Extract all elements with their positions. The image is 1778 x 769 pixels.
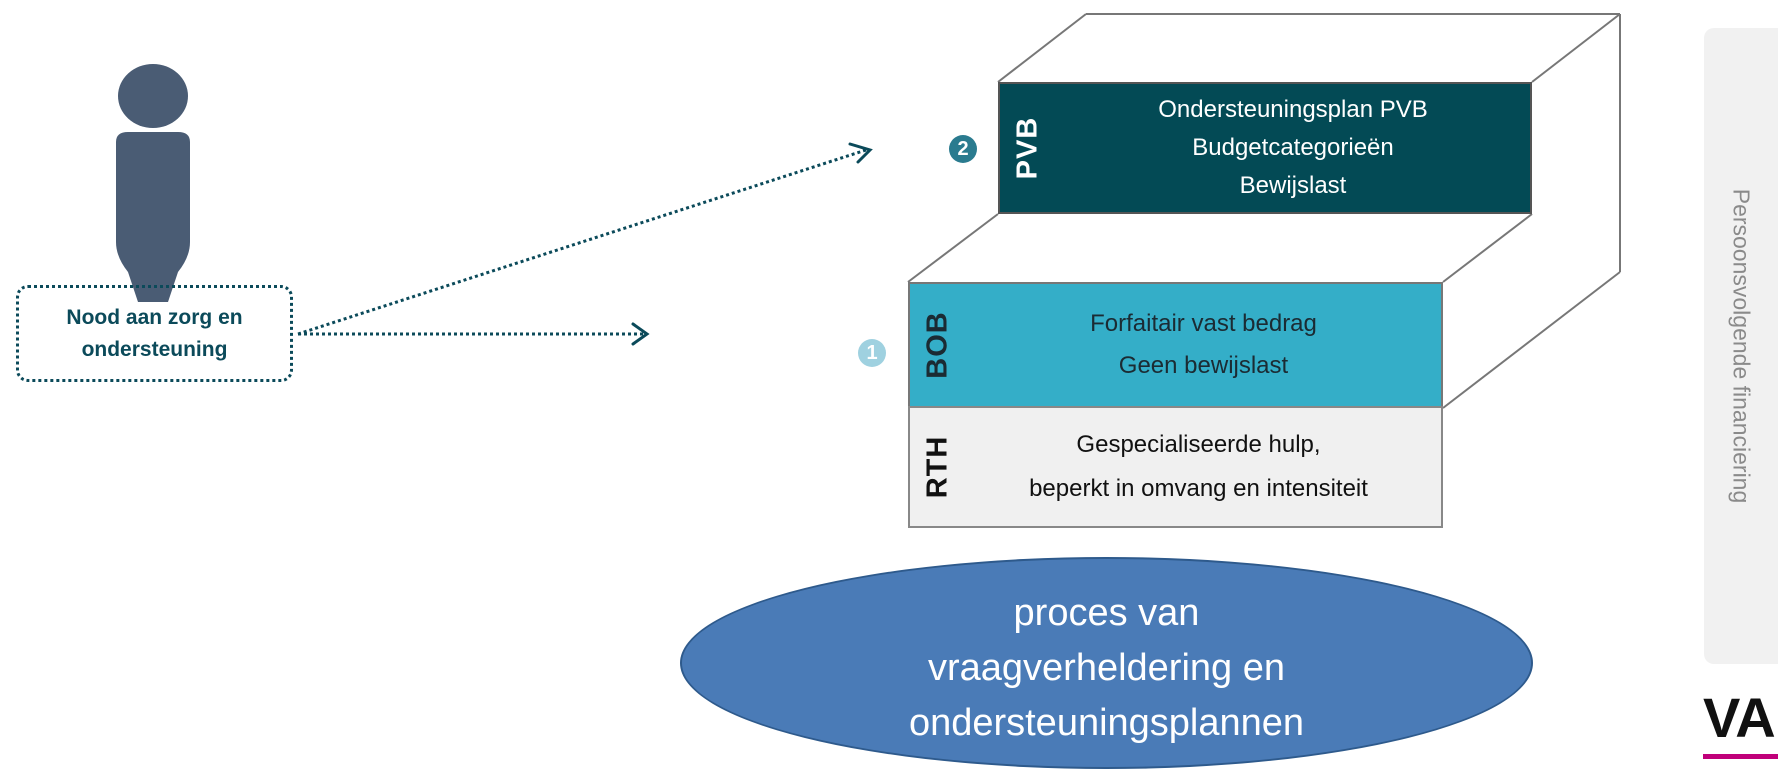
marker-two: 2 [949,135,977,163]
arrow-head-bob [631,322,650,346]
need-label: Nood aan zorg en ondersteuning [66,305,243,361]
tier-rth-label: RTH [921,435,954,499]
arrow-head-pvb [848,142,873,164]
tier-rth-line: beperkt in omvang en intensiteit [1029,475,1368,502]
person-icon [116,64,190,302]
block-outline-step-right [1442,213,1533,283]
tier-pvb-line: Budgetcategorieën [1192,134,1394,161]
process-ellipse: proces van vraagverheldering en onderste… [680,557,1533,769]
tier-bob-line: Forfaitair vast bedrag [1090,310,1317,337]
tier-bob-line: Geen bewijslast [1118,352,1289,379]
tier-pvb: PVB Ondersteuningsplan PVB Budgetcategor… [998,82,1532,214]
tier-pvb-label: PVB [1011,116,1044,180]
side-panel-label: Persoonsvolgende financiering [1728,188,1755,504]
logo-text: VAPH [1703,690,1778,749]
tier-pvb-line: Ondersteuningsplan PVB [1158,96,1428,123]
tier-bob: BOB Forfaitair vast bedrag Geen bewijsla… [908,282,1443,408]
block-outline-back-bottom [1442,271,1621,409]
marker-one: 1 [858,339,886,367]
block-outline-step-left [907,213,999,283]
tier-rth-line: Gespecialiseerde hulp, [1076,431,1321,458]
arrow-to-pvb [297,148,867,336]
need-box: Nood aan zorg en ondersteuning [16,285,293,382]
tier-bob-label: BOB [921,311,954,379]
block-outline-top-right [1531,13,1621,83]
process-label: proces van vraagverheldering en onderste… [908,592,1305,744]
side-panel: Persoonsvolgende financiering [1704,28,1778,664]
logo-accent-bar [1703,754,1778,759]
tier-pvb-line: Bewijslast [1239,172,1347,199]
block-outline-top-left [997,13,1087,83]
vaph-logo: VAPH [1703,690,1778,765]
tier-rth: RTH Gespecialiseerde hulp, beperkt in om… [908,406,1443,528]
